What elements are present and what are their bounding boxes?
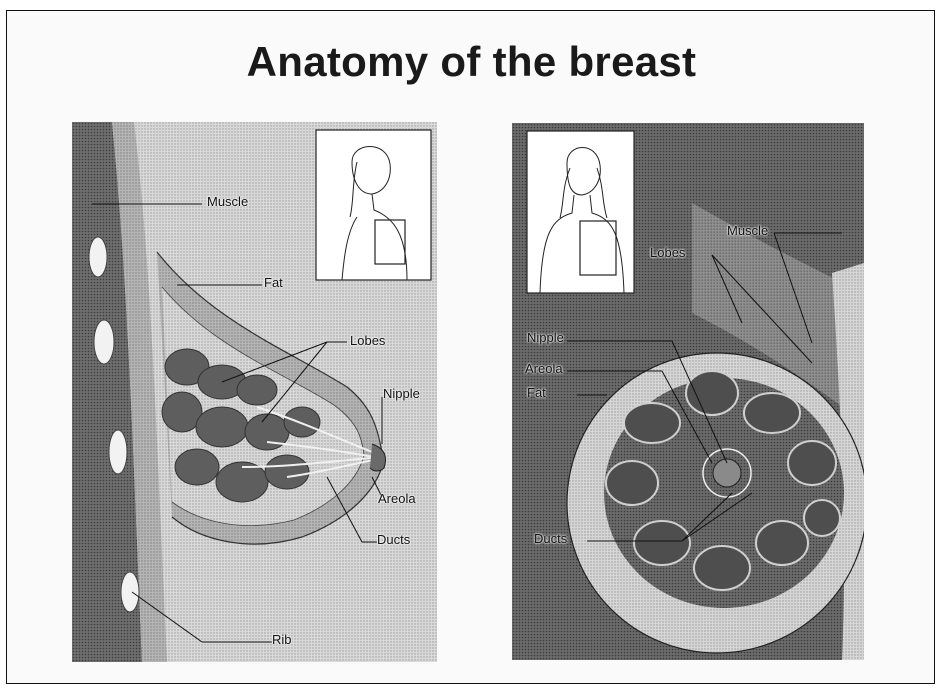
nipple-shape [713, 459, 741, 487]
left-label-nipple: Nipple [383, 386, 420, 401]
side-view-illustration: Muscle Fat Lobes Nipple Areola Ducts Rib [72, 122, 437, 662]
inset-front-figure [527, 131, 634, 293]
rib-shape [94, 320, 114, 364]
left-label-rib: Rib [272, 632, 292, 647]
right-label-areola: Areola [525, 361, 563, 376]
right-label-ducts: Ducts [534, 531, 567, 546]
right-label-muscle: Muscle [727, 223, 768, 238]
inset-side-figure [316, 130, 431, 280]
right-label-fat: Fat [527, 385, 546, 400]
left-label-muscle: Muscle [207, 194, 248, 209]
rib-shape [89, 237, 107, 277]
left-label-areola: Areola [378, 491, 416, 506]
left-label-lobes: Lobes [350, 333, 385, 348]
front-view-illustration: Muscle Lobes Nipple Areola Fat Ducts [512, 123, 864, 660]
rib-shape [121, 572, 139, 612]
rib-shape [109, 430, 127, 474]
right-label-nipple: Nipple [527, 330, 564, 345]
slide-title: Anatomy of the breast [0, 38, 943, 86]
left-label-ducts: Ducts [377, 532, 410, 547]
left-label-fat: Fat [264, 275, 283, 290]
right-label-lobes: Lobes [650, 245, 685, 260]
front-view-drawing [512, 123, 864, 660]
